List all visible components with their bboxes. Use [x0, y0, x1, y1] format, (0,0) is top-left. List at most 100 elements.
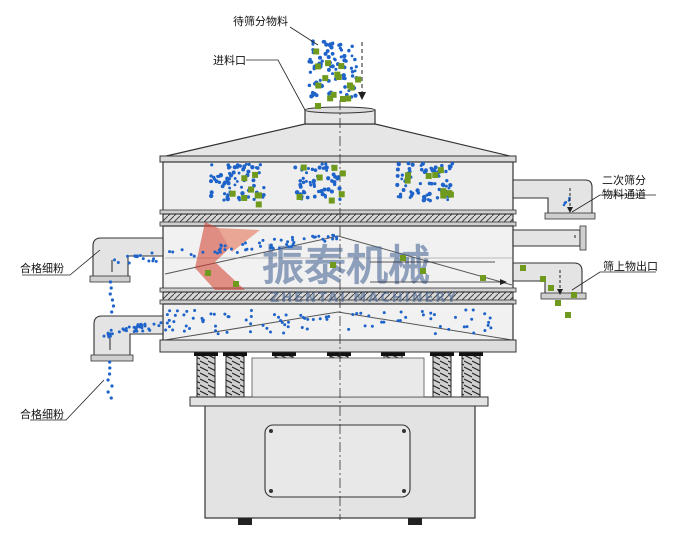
- fine-particle: [285, 242, 289, 246]
- fine-particle: [324, 165, 329, 170]
- fine-particle: [382, 311, 386, 315]
- fine-particle: [290, 235, 294, 239]
- fine-particle: [109, 328, 113, 332]
- fine-particle: [448, 183, 453, 188]
- fine-particle: [325, 49, 330, 53]
- coarse-particle: [345, 95, 352, 102]
- fine-particle: [107, 372, 112, 376]
- fine-particle: [216, 332, 220, 336]
- fine-particle: [323, 193, 327, 198]
- fine-particle: [227, 177, 232, 181]
- coarse-particle: [252, 171, 259, 178]
- fine-particle: [257, 171, 261, 175]
- fine-particle: [349, 66, 354, 70]
- fine-particle: [208, 193, 214, 199]
- fine-particle: [301, 315, 305, 319]
- fine-particle: [447, 327, 451, 331]
- mid-right-spout: [512, 229, 581, 247]
- fine-particle: [154, 259, 158, 263]
- fine-particle: [317, 189, 321, 194]
- fine-particle: [111, 304, 116, 308]
- fine-particle: [363, 324, 367, 328]
- coarse-particle: [330, 91, 337, 98]
- fine-particle: [339, 55, 343, 59]
- fine-particle: [433, 332, 437, 336]
- fine-particle: [223, 244, 227, 248]
- fine-particle: [113, 258, 117, 262]
- fine-particle: [182, 313, 186, 317]
- fine-particle: [271, 247, 275, 251]
- fine-particle: [415, 188, 420, 193]
- fine-particle: [426, 198, 430, 202]
- fine-particle: [228, 173, 234, 178]
- coarse-particle: [440, 188, 447, 195]
- fine-particle: [321, 237, 325, 241]
- fine-particle: [395, 173, 400, 178]
- coarse-particle: [327, 95, 334, 102]
- label-feed-material: 待筛分物料: [233, 14, 288, 28]
- fine-particle: [353, 69, 357, 73]
- fine-particle: [258, 163, 262, 167]
- watermark-subtext: ZHENTAI MACHINERY: [270, 291, 458, 306]
- fine-particle: [108, 292, 112, 296]
- fine-particle: [470, 317, 474, 321]
- fine-particle: [396, 195, 400, 199]
- fine-particle: [167, 325, 171, 329]
- fine-particle: [429, 317, 433, 321]
- fine-particle: [483, 312, 487, 316]
- fine-particle: [318, 55, 323, 60]
- fine-particle: [240, 185, 244, 189]
- fine-particle: [286, 320, 290, 324]
- fine-particle: [324, 315, 328, 319]
- fine-particle: [421, 313, 425, 317]
- fine-particle: [421, 194, 427, 200]
- fine-particle: [487, 320, 491, 324]
- vibration-motor: [251, 357, 425, 398]
- fine-particle: [167, 318, 171, 322]
- fine-particle: [438, 324, 442, 328]
- fine-particle: [117, 330, 121, 334]
- fine-particle: [404, 184, 408, 188]
- fine-particle: [330, 51, 335, 56]
- coarse-particle: [315, 82, 322, 89]
- spring-support-plate: [189, 396, 489, 407]
- coarse-particle: [432, 172, 439, 179]
- fine-particle: [435, 196, 440, 200]
- fine-particle: [218, 247, 222, 251]
- fine-particle: [147, 259, 151, 263]
- fine-particle: [488, 316, 492, 320]
- fine-particle: [427, 191, 432, 197]
- fine-particle: [307, 83, 312, 88]
- fine-particle: [138, 254, 142, 258]
- fine-particle: [126, 254, 130, 258]
- fine-particle: [298, 182, 303, 187]
- coarse-particle: [405, 172, 412, 179]
- second-screen-channel: [512, 179, 593, 216]
- fine-particle: [444, 184, 448, 188]
- fine-particle: [291, 238, 295, 242]
- fine-particle: [337, 186, 342, 191]
- fine-particle: [189, 253, 193, 257]
- coarse-particle: [241, 194, 248, 201]
- fine-particle: [398, 194, 403, 199]
- fine-particle: [286, 240, 290, 244]
- fine-particle: [226, 163, 231, 167]
- fine-particle: [359, 311, 363, 315]
- fine-particle: [171, 328, 175, 332]
- fine-particle: [225, 196, 230, 202]
- fine-particle: [248, 330, 252, 334]
- coarse-particle: [300, 164, 307, 171]
- fine-particle: [311, 318, 315, 322]
- fine-particle: [135, 255, 139, 259]
- fine-particle: [251, 178, 256, 183]
- fine-particle: [337, 43, 341, 47]
- fine-particle: [106, 390, 110, 394]
- fine-particle: [291, 242, 295, 246]
- fine-particle: [124, 327, 128, 331]
- fine-particle: [286, 325, 290, 329]
- fine-particle: [284, 313, 288, 317]
- fine-particle: [106, 378, 110, 382]
- fine-particle: [140, 326, 144, 330]
- fine-particle: [283, 323, 287, 327]
